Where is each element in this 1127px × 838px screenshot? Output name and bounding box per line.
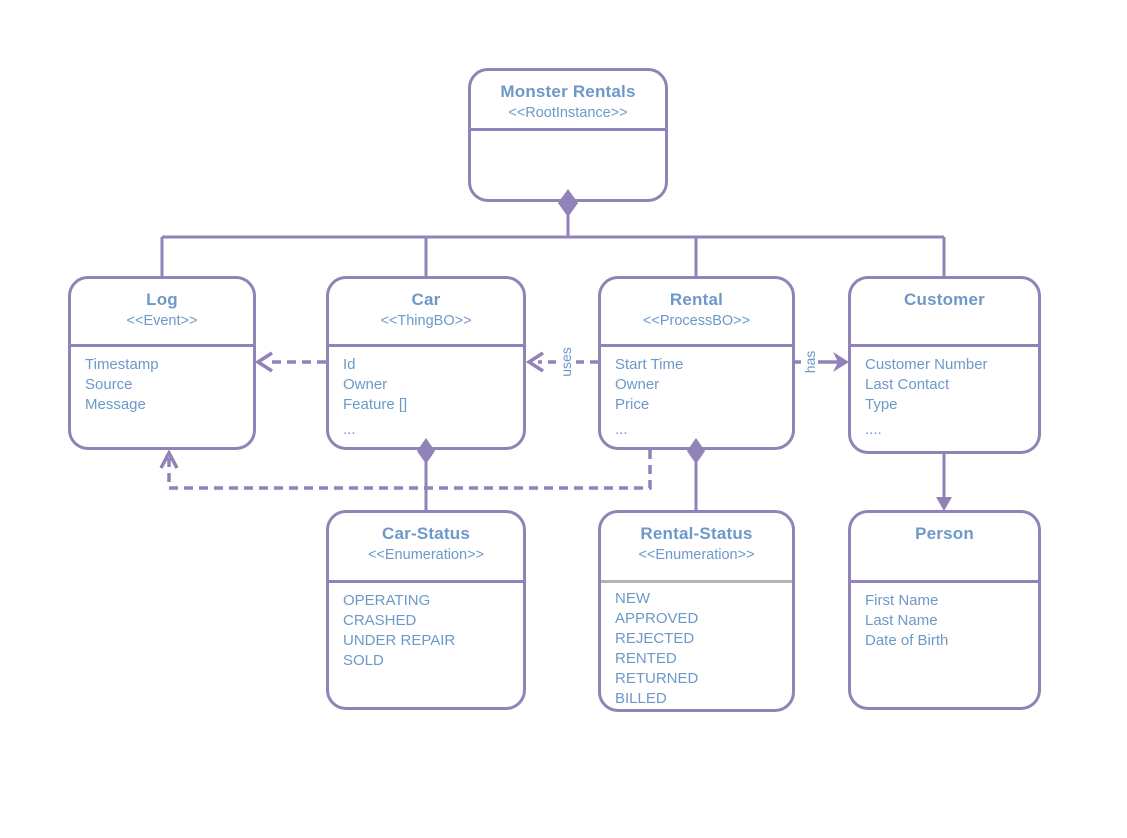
enum-value: CRASHED [343,612,417,629]
box-header: Person [851,513,1038,583]
enum-box-car-status: Car-Status <<Enumeration>> OPERATING CRA… [326,510,526,710]
attribute: First Name [865,592,939,609]
label-backing [801,342,818,384]
enum-value: RETURNED [615,670,699,687]
box-stereotype: <<ProcessBO>> [642,313,751,329]
box-header: Log <<Event>> [71,279,253,347]
enum-value: BILLED [615,690,667,707]
box-body: Customer Number Last Contact Type .... [851,347,1038,440]
enum-value: OPERATING [343,592,431,609]
attribute: Timestamp [85,356,159,373]
enum-value: SOLD [343,652,384,669]
enum-value: NEW [615,590,650,607]
attribute: Customer Number [865,356,988,373]
dependency-car-to-log [254,351,326,373]
box-stereotype: <<Enumeration>> [367,547,485,563]
open-arrowhead-up-icon [159,449,179,469]
dependency-rental-to-car: uses [525,338,598,386]
box-title: Rental [669,290,724,309]
class-box-customer: Customer Customer Number Last Contact Ty… [848,276,1041,454]
attribute-ellipsis: .... [865,421,882,438]
box-title: Rental-Status [640,524,753,543]
attribute: Type [865,396,898,413]
enum-box-rental-status: Rental-Status <<Enumeration>> NEW APPROV… [598,510,795,712]
class-box-car: Car <<ThingBO>> Id Owner Feature [] ... [326,276,526,450]
box-header: Customer [851,279,1038,347]
box-body [471,131,665,139]
box-stereotype: <<ThingBO>> [380,313,472,329]
box-header: Car <<ThingBO>> [329,279,523,347]
box-title: Person [915,524,974,543]
class-box-monster-rentals: Monster Rentals <<RootInstance>> [468,68,668,202]
enum-value: REJECTED [615,630,695,647]
box-stereotype: <<Event>> [126,313,198,329]
dependency-line [167,450,652,490]
has-label: has [802,351,818,374]
label-backing [557,338,574,386]
class-box-log: Log <<Event>> Timestamp Source Message [68,276,256,450]
attribute: Start Time [615,356,684,373]
attribute-ellipsis: ... [343,421,356,438]
box-body: Id Owner Feature [] ... [329,347,523,440]
association-rental-to-customer: has [795,342,849,384]
attribute: Source [85,376,133,393]
box-title: Log [146,290,178,309]
attribute: Price [615,396,650,413]
box-body: Start Time Owner Price ... [601,347,792,440]
class-box-person: Person First Name Last Name Date of Birt… [848,510,1041,710]
attribute: Last Name [865,612,938,629]
box-header: Rental-Status <<Enumeration>> [601,513,792,583]
box-body: Timestamp Source Message [71,347,253,415]
box-title: Customer [904,290,985,309]
attribute: Owner [615,376,660,393]
box-title: Car [411,290,441,309]
box-body: OPERATING CRASHED UNDER REPAIR SOLD [329,583,523,671]
attribute: Feature [] [343,396,408,413]
class-box-rental: Rental <<ProcessBO>> Start Time Owner Pr… [598,276,795,450]
composition-tree-lines [160,212,946,276]
attribute: Id [343,356,356,373]
box-header: Monster Rentals <<RootInstance>> [471,71,665,131]
box-stereotype: <<Enumeration>> [638,547,755,563]
box-body: NEW APPROVED REJECTED RENTED RETURNED BI… [601,583,792,709]
box-title: Monster Rentals [500,82,636,101]
box-body: First Name Last Name Date of Birth [851,583,1038,651]
enum-value: UNDER REPAIR [343,632,456,649]
attribute: Owner [343,376,388,393]
filled-arrowhead-down-icon [936,497,952,511]
attribute: Date of Birth [865,632,949,649]
uses-label: uses [558,347,574,377]
enum-value: APPROVED [615,610,699,627]
box-header: Rental <<ProcessBO>> [601,279,792,347]
box-stereotype: <<RootInstance>> [508,105,628,121]
association-customer-to-person [936,454,952,511]
enum-value: RENTED [615,650,677,667]
dependency-rental-to-log [159,449,652,490]
box-header: Car-Status <<Enumeration>> [329,513,523,583]
filled-arrowhead-right-icon [833,352,849,372]
open-arrowhead-left-icon [525,351,544,373]
box-title: Car-Status [382,524,470,543]
attribute: Message [85,396,146,413]
open-arrowhead-left-icon [254,351,273,373]
attribute-ellipsis: ... [615,421,628,438]
attribute: Last Contact [865,376,950,393]
